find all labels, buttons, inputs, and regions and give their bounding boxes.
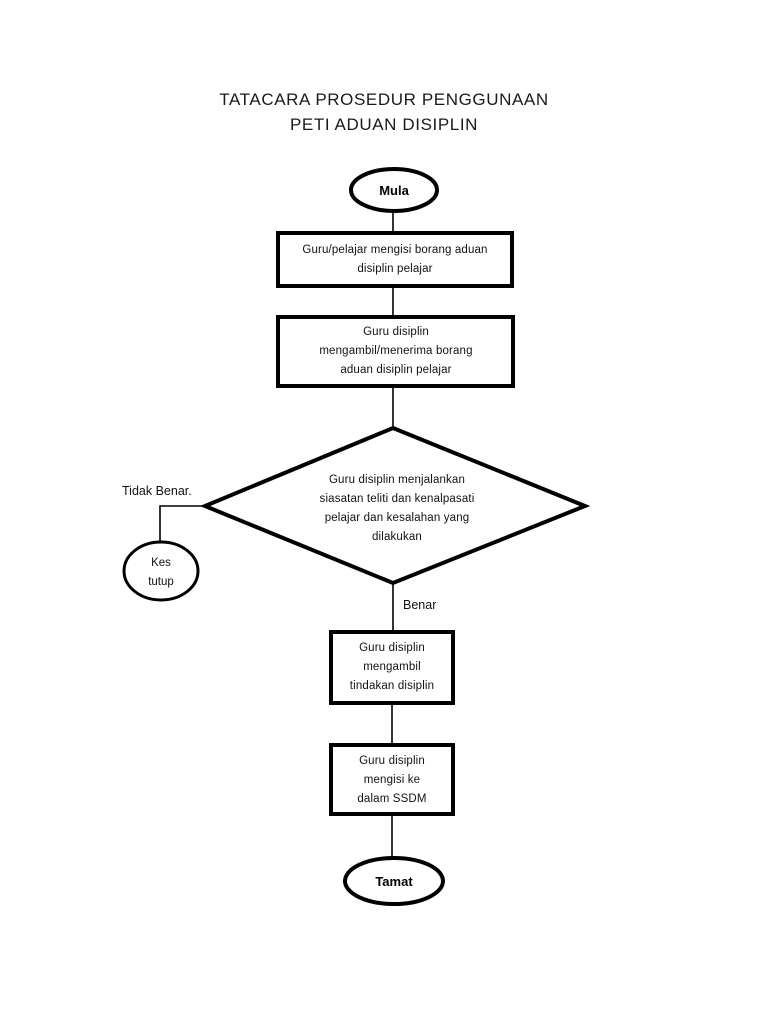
node-process-2[interactable]: Guru disiplin mengambil/menerima borang … [276,315,515,388]
node-process-1[interactable]: Guru/pelajar mengisi borang aduan disipl… [276,231,514,288]
node-decision[interactable]: Guru disiplin menjalankan siasatan telit… [199,425,591,586]
process1-box-shape [276,231,514,288]
start-oval-shape [349,167,439,213]
process4-line-2: mengisi ke [364,774,420,786]
process4-line-3: dalam SSDM [357,793,426,805]
decision-line-3: pelajar dan kesalahan yang [325,512,470,524]
decision-line-1: Guru disiplin menjalankan [329,474,465,486]
process1-line-2: disiplin pelajar [357,263,432,275]
process4-line-1: Guru disiplin [359,755,425,767]
title-line-2: PETI ADUAN DISIPLIN [290,115,478,134]
decision-line-2: siasatan teliti dan kenalpasati [320,493,475,505]
process3-line-1: Guru disiplin [359,642,425,654]
process4-box-shape [329,743,455,816]
process1-line-1: Guru/pelajar mengisi borang aduan [302,244,487,256]
branch-label-false: Tidak Benar. [122,484,192,498]
decision-line-4: dilakukan [372,531,422,543]
node-process-3[interactable]: Guru disiplin mengambil tindakan disipli… [329,630,455,705]
process2-line-2: mengambil/menerima borang [319,345,472,357]
process3-box-shape [329,630,455,705]
title-line-1: TATACARA PROSEDUR PENGGUNAAN [219,90,548,109]
end-oval-shape [343,856,445,906]
connector-group [159,210,394,858]
node-end[interactable]: Tamat [343,856,445,906]
node-case-closed[interactable]: Kes tutup [122,540,200,602]
page-title: TATACARA PROSEDUR PENGGUNAAN PETI ADUAN … [219,90,548,134]
end-label: Tamat [375,874,413,889]
process3-line-3: tindakan disiplin [350,680,434,692]
case-closed-line-1: Kes [151,557,171,569]
start-label: Mula [379,183,409,198]
process2-line-3: aduan disiplin pelajar [340,364,451,376]
process2-line-1: Guru disiplin [363,326,429,338]
node-start[interactable]: Mula [349,167,439,213]
process3-line-2: mengambil [363,661,421,673]
branch-label-true: Benar [403,598,436,612]
decision-diamond-shape [199,425,591,586]
connector-decision-to-case-closed [159,505,205,542]
node-process-4[interactable]: Guru disiplin mengisi ke dalam SSDM [329,743,455,816]
case-closed-line-2: tutup [148,576,174,588]
case-closed-oval-shape [122,540,200,602]
process2-box-shape [276,315,515,388]
